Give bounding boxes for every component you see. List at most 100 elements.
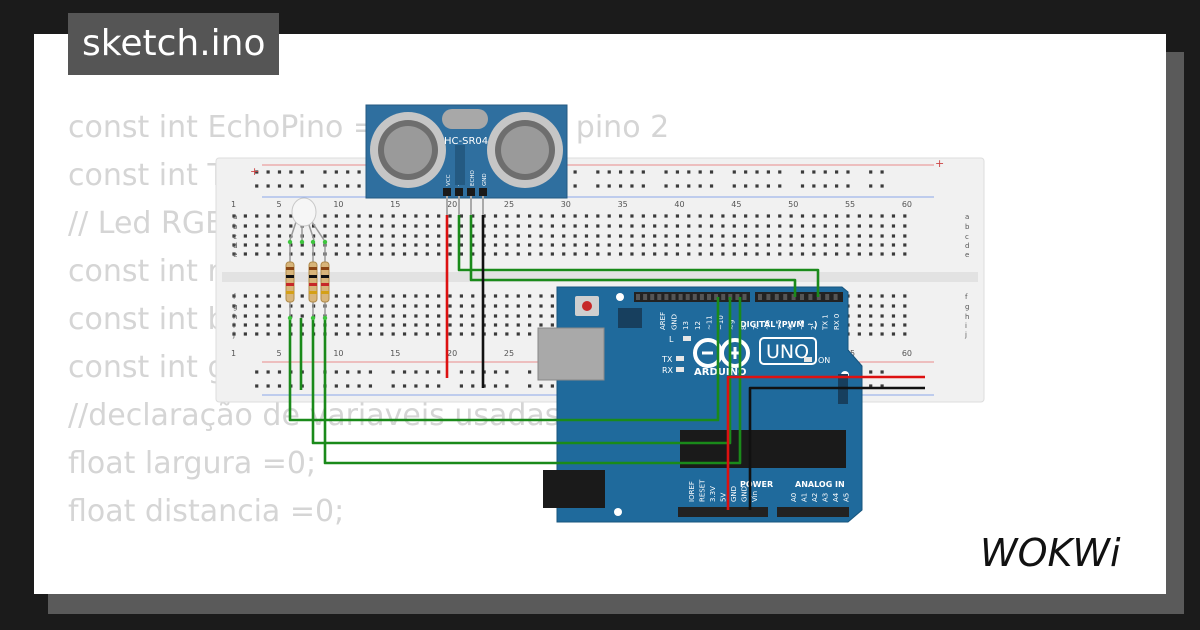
breadboard-hole[interactable] <box>334 294 338 298</box>
rail-hole[interactable] <box>732 184 736 188</box>
hc-sr04-sensor[interactable]: HC-SR04 VCCTRIGECHOGND <box>365 104 568 215</box>
breadboard-hole[interactable] <box>835 243 839 247</box>
breadboard-hole[interactable] <box>618 224 623 228</box>
breadboard-hole[interactable] <box>380 332 384 336</box>
breadboard-hole[interactable] <box>800 243 805 247</box>
rail-hole[interactable] <box>869 184 873 188</box>
breadboard-hole[interactable] <box>391 234 395 238</box>
rail-hole[interactable] <box>255 170 259 174</box>
breadboard-hole[interactable] <box>596 214 600 218</box>
breadboard-hole[interactable] <box>277 214 282 218</box>
breadboard-hole[interactable] <box>471 332 475 336</box>
breadboard-hole[interactable] <box>414 304 418 308</box>
breadboard-hole[interactable] <box>380 314 384 318</box>
rail-hole[interactable] <box>323 170 327 174</box>
breadboard-hole[interactable] <box>505 252 509 256</box>
rail-hole[interactable] <box>528 370 532 374</box>
resistor[interactable] <box>320 239 330 321</box>
breadboard-hole[interactable] <box>857 224 861 228</box>
breadboard-hole[interactable] <box>243 304 247 308</box>
breadboard-hole[interactable] <box>641 234 645 238</box>
rail-hole[interactable] <box>573 170 577 174</box>
breadboard-hole[interactable] <box>414 252 418 256</box>
breadboard-hole[interactable] <box>493 323 498 327</box>
rail-hole[interactable] <box>334 170 338 174</box>
rail-hole[interactable] <box>459 370 463 374</box>
breadboard-hole[interactable] <box>368 304 373 308</box>
breadboard-hole[interactable] <box>357 294 361 298</box>
breadboard-hole[interactable] <box>823 224 827 228</box>
breadboard-hole[interactable] <box>505 234 509 238</box>
breadboard-hole[interactable] <box>766 243 770 247</box>
breadboard-hole[interactable] <box>232 214 236 218</box>
breadboard-hole[interactable] <box>402 314 407 318</box>
rail-hole[interactable] <box>641 170 645 174</box>
breadboard-hole[interactable] <box>357 304 361 308</box>
rail-hole[interactable] <box>289 170 293 174</box>
rail-hole[interactable] <box>357 370 361 374</box>
breadboard-hole[interactable] <box>732 252 736 256</box>
breadboard-hole[interactable] <box>823 214 827 218</box>
rail-hole[interactable] <box>266 170 270 174</box>
breadboard-hole[interactable] <box>380 234 384 238</box>
breadboard-hole[interactable] <box>698 243 702 247</box>
breadboard-hole[interactable] <box>903 224 907 228</box>
breadboard-hole[interactable] <box>687 252 691 256</box>
breadboard-hole[interactable] <box>232 304 236 308</box>
breadboard-hole[interactable] <box>414 234 418 238</box>
breadboard-hole[interactable] <box>266 214 270 218</box>
breadboard-hole[interactable] <box>641 252 645 256</box>
rail-hole[interactable] <box>630 184 634 188</box>
breadboard-hole[interactable] <box>846 224 850 228</box>
breadboard-hole[interactable] <box>641 224 645 228</box>
breadboard-hole[interactable] <box>653 234 657 238</box>
breadboard-hole[interactable] <box>528 243 532 247</box>
breadboard-hole[interactable] <box>368 294 373 298</box>
breadboard-hole[interactable] <box>277 314 282 318</box>
breadboard-hole[interactable] <box>243 224 247 228</box>
rail-hole[interactable] <box>402 384 407 388</box>
rail-hole[interactable] <box>402 370 407 374</box>
breadboard-hole[interactable] <box>266 243 270 247</box>
breadboard-hole[interactable] <box>744 224 748 228</box>
rail-hole[interactable] <box>869 170 873 174</box>
breadboard-hole[interactable] <box>516 224 520 228</box>
rail-hole[interactable] <box>346 384 350 388</box>
rail-hole[interactable] <box>630 170 634 174</box>
rail-hole[interactable] <box>471 370 475 374</box>
breadboard-hole[interactable] <box>437 224 441 228</box>
breadboard-hole[interactable] <box>437 214 441 218</box>
rail-hole[interactable] <box>732 170 736 174</box>
breadboard-hole[interactable] <box>584 234 589 238</box>
rail-hole[interactable] <box>880 170 884 174</box>
breadboard-hole[interactable] <box>562 224 566 228</box>
breadboard-hole[interactable] <box>573 224 577 228</box>
breadboard-hole[interactable] <box>289 252 293 256</box>
rail-hole[interactable] <box>391 370 395 374</box>
breadboard-hole[interactable] <box>891 214 896 218</box>
breadboard-hole[interactable] <box>437 234 441 238</box>
resistor[interactable] <box>285 239 295 321</box>
breadboard-hole[interactable] <box>732 224 736 228</box>
breadboard-hole[interactable] <box>425 323 429 327</box>
rail-hole[interactable] <box>835 170 839 174</box>
breadboard-hole[interactable] <box>323 234 327 238</box>
breadboard-hole[interactable] <box>573 252 577 256</box>
rail-hole[interactable] <box>539 384 543 388</box>
breadboard-hole[interactable] <box>437 332 441 336</box>
breadboard-hole[interactable] <box>766 234 770 238</box>
breadboard-hole[interactable] <box>505 243 509 247</box>
rail-hole[interactable] <box>357 170 361 174</box>
breadboard-hole[interactable] <box>880 224 884 228</box>
breadboard-hole[interactable] <box>596 243 600 247</box>
breadboard-hole[interactable] <box>266 332 270 336</box>
breadboard-hole[interactable] <box>437 294 441 298</box>
breadboard-hole[interactable] <box>869 323 873 327</box>
rail-hole[interactable] <box>505 370 509 374</box>
breadboard-hole[interactable] <box>891 234 896 238</box>
breadboard-hole[interactable] <box>664 224 668 228</box>
rail-hole[interactable] <box>357 184 361 188</box>
breadboard-hole[interactable] <box>584 243 589 247</box>
breadboard-hole[interactable] <box>903 234 907 238</box>
breadboard-hole[interactable] <box>289 304 293 308</box>
